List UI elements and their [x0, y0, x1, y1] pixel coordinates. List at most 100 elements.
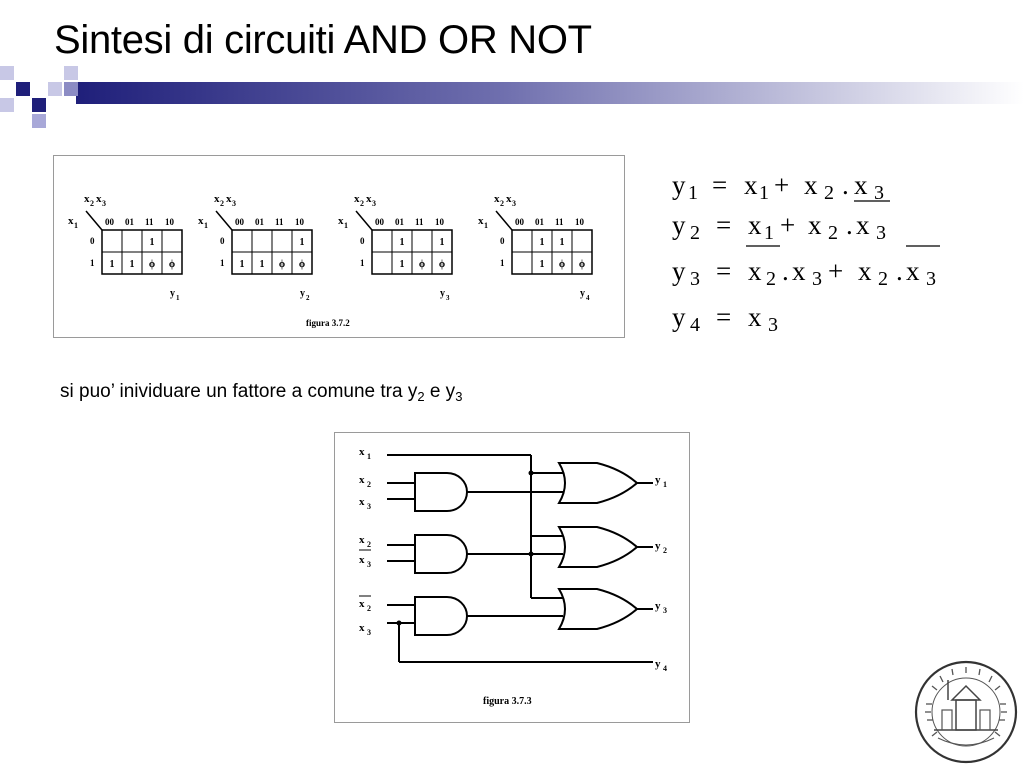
eq-sub: 1	[764, 222, 774, 244]
kmap-row-var-sub: 1	[484, 221, 488, 230]
input-label: x	[359, 534, 365, 546]
junction-dot	[528, 551, 534, 557]
eq-lhs: y	[672, 256, 686, 286]
input-sub: 3	[367, 502, 371, 511]
output-sub: 3	[663, 606, 667, 615]
kmap-cell: 1	[300, 237, 305, 248]
kmap-col-header: 01	[535, 217, 545, 227]
eq-sub: 2	[828, 222, 838, 244]
kmap-col-header: 11	[415, 217, 424, 227]
eq-sub: 4	[690, 314, 700, 336]
kmap-cell: ϕ	[439, 259, 445, 270]
eq-sub: 2	[766, 268, 776, 290]
eq-dot: .	[842, 170, 849, 200]
eq-sub: 2	[690, 222, 700, 244]
banner-square	[32, 98, 46, 112]
input-label: x	[359, 598, 365, 610]
kmap-cell: 1	[560, 237, 565, 248]
banner-square	[16, 82, 30, 96]
kmap-col-var: x	[226, 193, 232, 205]
eq-sub: 3	[768, 314, 778, 336]
or-gate	[557, 588, 639, 630]
banner-square	[0, 66, 14, 80]
kmap-col-var-sub: 3	[102, 199, 106, 208]
input-label: x	[359, 496, 365, 508]
kmap-cell: 1	[260, 259, 265, 270]
kmap-row-var: x	[478, 215, 484, 227]
kmap-output-label: y	[580, 288, 585, 299]
kmap-col-header: 11	[555, 217, 564, 227]
equation-y4: y 4 = x 3	[672, 302, 778, 336]
eq-sub: 3	[874, 182, 884, 204]
kmap-cell: ϕ	[299, 259, 305, 270]
equation-y1: y 1 = x 1 + x 2 . x 3	[672, 170, 890, 204]
kmap-col-var: x	[354, 193, 360, 205]
input-label: x	[359, 446, 365, 458]
input-label: x	[359, 474, 365, 486]
eq-term: x	[744, 170, 758, 200]
kmap-cell: 1	[130, 259, 135, 270]
kmap-cell: 1	[150, 237, 155, 248]
eq-plus: +	[780, 210, 795, 240]
kmap-row-var-sub: 1	[204, 221, 208, 230]
gradient-band	[76, 82, 1024, 104]
kmap-col-var-sub: 3	[512, 199, 516, 208]
boolean-equations: y 1 = x 1 + x 2 . x 3 y 2 = x 1 + x 2 . …	[672, 170, 940, 336]
input-sub: 2	[367, 604, 371, 613]
university-seal-icon	[914, 660, 1018, 764]
kmap-caption: figura 3.7.2	[306, 318, 350, 328]
kmap-row-var: x	[338, 215, 344, 227]
circuit-caption: figura 3.7.3	[483, 696, 532, 707]
input-sub: 3	[367, 628, 371, 637]
kmap-col-header: 00	[375, 217, 385, 227]
kmap-col-header: 11	[145, 217, 154, 227]
kmap-row-var-sub: 1	[74, 221, 78, 230]
kmap-col-var-sub: 2	[90, 199, 94, 208]
kmap-col-header: 11	[275, 217, 284, 227]
kmap-col-header: 00	[105, 217, 115, 227]
output-sub: 4	[663, 664, 667, 673]
kmap-col-header: 00	[235, 217, 245, 227]
input-sub: 2	[367, 480, 371, 489]
or-gate	[557, 526, 639, 568]
junction-dot	[528, 470, 534, 476]
kmap-col-var: x	[96, 193, 102, 205]
or-gate	[557, 462, 639, 504]
kmap-cell: 1	[400, 259, 405, 270]
eq-sub: 2	[878, 268, 888, 290]
kmap-row-header: 1	[360, 258, 365, 268]
kmap-output-label: y	[300, 288, 305, 299]
kmap-cell: 1	[400, 237, 405, 248]
kmap-row-header: 0	[220, 236, 225, 246]
kmap-output-sub: 3	[446, 294, 450, 302]
eq-lhs: y	[672, 210, 686, 240]
and-gate	[414, 472, 468, 512]
kmap-cell: ϕ	[279, 259, 285, 270]
eq-lhs: y	[672, 302, 686, 332]
input-sub: 1	[367, 452, 371, 461]
output-sub: 1	[663, 480, 667, 489]
kmap-col-var-sub: 2	[220, 199, 224, 208]
eq-sub: 1	[759, 182, 769, 204]
kmap-col-header: 01	[395, 217, 405, 227]
kmap-row-header: 1	[500, 258, 505, 268]
kmap-row-header: 0	[360, 236, 365, 246]
kmap-cell: 1	[110, 259, 115, 270]
eq-plus: +	[774, 170, 789, 200]
kmap-cell: ϕ	[559, 259, 565, 270]
eq-dot: .	[846, 210, 853, 240]
eq-sub: 2	[824, 182, 834, 204]
eq-sub: 1	[688, 182, 698, 204]
output-label: y	[655, 474, 661, 486]
kmap-col-header: 01	[125, 217, 135, 227]
eq-term: x	[792, 256, 806, 286]
banner-square	[0, 98, 14, 112]
kmap-output-sub: 4	[586, 294, 590, 302]
input-label: x	[359, 622, 365, 634]
eq-term: x	[808, 210, 822, 240]
eq-term: x	[906, 256, 920, 286]
output-label: y	[655, 600, 661, 612]
banner-square	[32, 114, 46, 128]
